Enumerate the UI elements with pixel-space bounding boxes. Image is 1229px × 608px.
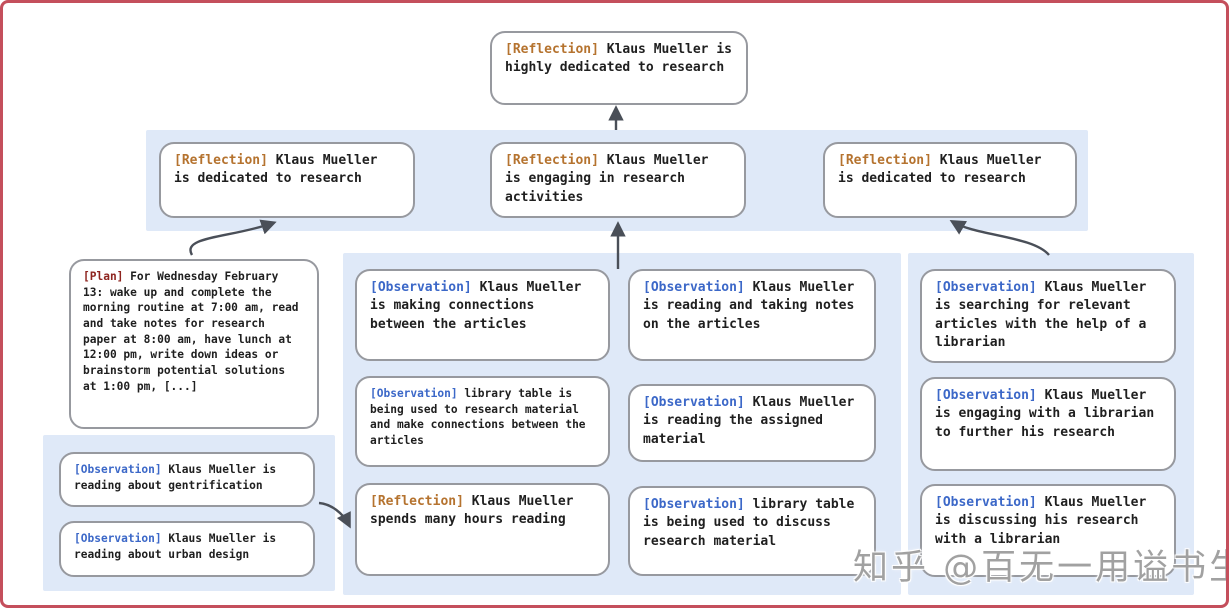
node-obs-searching: [Observation] Klaus Mueller is searching… (920, 269, 1176, 363)
observation-tag: [Observation] (935, 495, 1037, 510)
node-text: Klaus Mueller is dedicated to research (174, 153, 378, 187)
reflection-tag: [Reflection] (174, 153, 268, 168)
plan-tag: [Plan] (83, 270, 124, 283)
node-text: library table is being used to research … (370, 387, 586, 448)
reflection-tag: [Reflection] (370, 494, 464, 509)
node-obs-library-research: [Observation] library table is being use… (355, 376, 610, 467)
reflection-tag: [Reflection] (838, 153, 932, 168)
observation-tag: [Observation] (935, 280, 1037, 295)
node-obs-discussing-librarian: [Observation] Klaus Mueller is discussin… (920, 484, 1176, 577)
observation-tag: [Observation] (643, 497, 745, 512)
node-text: Klaus Mueller is engaging with a librari… (935, 388, 1155, 440)
node-text: Klaus Mueller is making connections betw… (370, 280, 582, 332)
node-plan: [Plan] For Wednesday February 13: wake u… (69, 259, 319, 429)
node-text: Klaus Mueller is highly dedicated to res… (505, 42, 732, 76)
node-reflection-left: [Reflection] Klaus Mueller is dedicated … (159, 142, 415, 218)
zhihu-watermark: 知乎 @百无一用谥书生 (853, 548, 1229, 588)
reflection-tag: [Reflection] (505, 42, 599, 57)
node-text: For Wednesday February 13: wake up and c… (83, 270, 299, 393)
observation-tag: [Observation] (643, 280, 745, 295)
node-reflection-hours: [Reflection] Klaus Mueller spends many h… (355, 483, 610, 576)
node-text: Klaus Mueller is dedicated to research (838, 153, 1042, 187)
observation-tag: [Observation] (643, 395, 745, 410)
observation-tag: [Observation] (935, 388, 1037, 403)
reflection-tag: [Reflection] (505, 153, 599, 168)
observation-tag: [Observation] (370, 280, 472, 295)
node-text: Klaus Mueller is searching for relevant … (935, 280, 1147, 351)
node-obs-connections: [Observation] Klaus Mueller is making co… (355, 269, 610, 361)
node-obs-gentrification: [Observation] Klaus Mueller is reading a… (59, 452, 315, 507)
node-root-reflection: [Reflection] Klaus Mueller is highly ded… (490, 31, 748, 105)
node-reflection-center: [Reflection] Klaus Mueller is engaging i… (490, 142, 746, 218)
node-reflection-right: [Reflection] Klaus Mueller is dedicated … (823, 142, 1077, 218)
node-obs-assigned: [Observation] Klaus Mueller is reading t… (628, 384, 876, 462)
observation-tag: [Observation] (370, 387, 458, 400)
node-text: Klaus Mueller is reading the assigned ma… (643, 395, 855, 447)
node-text: Klaus Mueller is engaging in research ac… (505, 153, 709, 205)
observation-tag: [Observation] (74, 463, 162, 476)
node-obs-taking-notes: [Observation] Klaus Mueller is reading a… (628, 269, 876, 361)
node-obs-engaging-librarian: [Observation] Klaus Mueller is engaging … (920, 377, 1176, 471)
node-obs-discuss-material: [Observation] library table is being use… (628, 486, 876, 576)
node-text: library table is being used to discuss r… (643, 497, 855, 549)
node-obs-urban-design: [Observation] Klaus Mueller is reading a… (59, 521, 315, 577)
observation-tag: [Observation] (74, 532, 162, 545)
node-text: Klaus Mueller spends many hours reading (370, 494, 574, 528)
node-text: Klaus Mueller is reading about urban des… (74, 532, 277, 561)
node-text: Klaus Mueller is reading and taking note… (643, 280, 855, 332)
node-text: Klaus Mueller is discussing his research… (935, 495, 1147, 547)
node-text: Klaus Mueller is reading about gentrific… (74, 463, 277, 492)
